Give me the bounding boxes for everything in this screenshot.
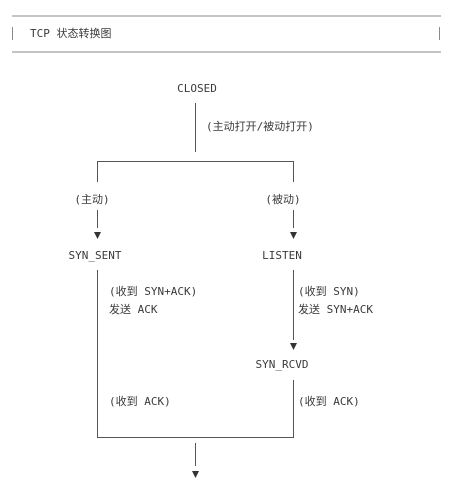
label-left-recv-ack: (收到 ACK) bbox=[109, 395, 171, 408]
label-right-recv-ack: (收到 ACK) bbox=[298, 395, 360, 408]
arrow-to-next-state bbox=[192, 471, 199, 478]
label-left-send-ack: 发送 ACK bbox=[109, 303, 158, 316]
label-active: (主动) bbox=[74, 193, 110, 206]
state-syn-sent: SYN_SENT bbox=[68, 249, 122, 262]
label-right-send-synack: 发送 SYN+ACK bbox=[298, 303, 373, 316]
label-left-recv-synack: (收到 SYN+ACK) bbox=[109, 285, 198, 298]
arrow-to-syn-rcvd bbox=[290, 343, 297, 350]
state-closed: CLOSED bbox=[177, 82, 217, 95]
label-passive: (被动) bbox=[265, 193, 301, 206]
label-right-recv-syn: (收到 SYN) bbox=[298, 285, 360, 298]
state-listen: LISTEN bbox=[262, 249, 302, 262]
arrow-to-listen bbox=[290, 232, 297, 239]
page-title: TCP 状态转换图 bbox=[30, 27, 112, 40]
state-syn-rcvd: SYN_RCVD bbox=[255, 358, 309, 371]
arrow-to-syn-sent bbox=[94, 232, 101, 239]
label-open-mode: (主动打开/被动打开) bbox=[206, 120, 314, 133]
